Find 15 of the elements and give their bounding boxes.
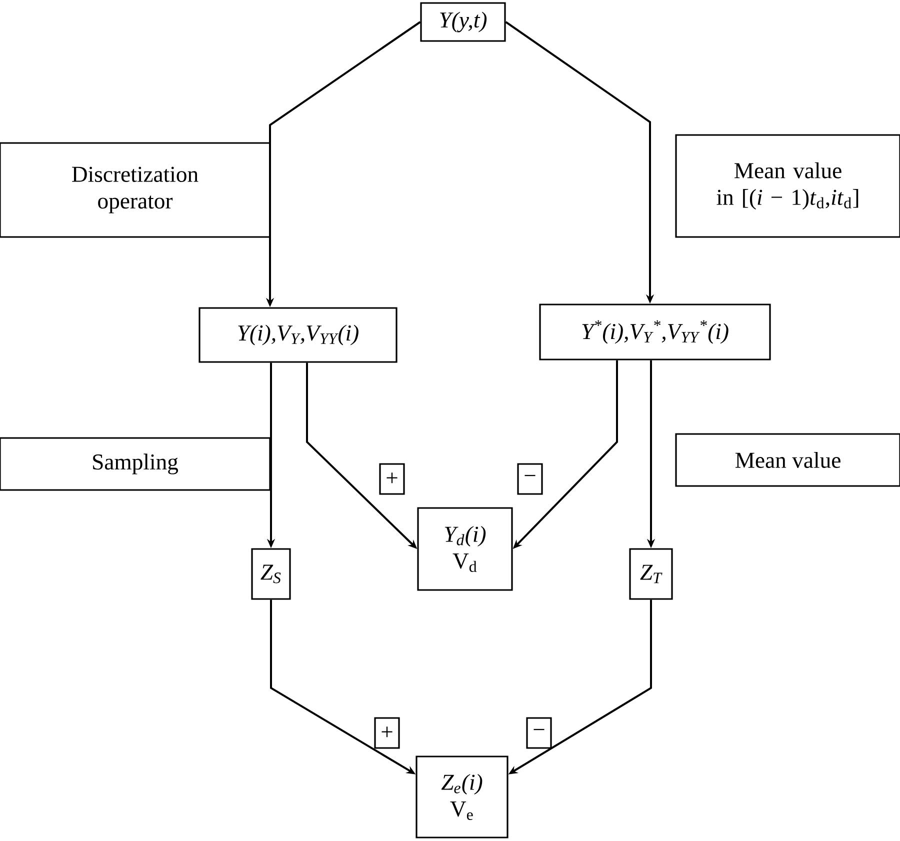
result-box: Y$_{d}$(i) V$_{d}$ xyxy=(417,507,513,591)
operator-box: Mean value in [(i − 1)t$_{d}$,it$_{d}$] xyxy=(675,134,900,238)
sign-label: − xyxy=(517,463,543,495)
operator-box: Discretization operator xyxy=(0,142,271,238)
sign-label: − xyxy=(526,717,552,749)
operator-box: Sampling xyxy=(0,437,271,491)
variable-box: Y$^{*}$(i),V$_{Y}$$^{*}$,V$_{YY}$$^{*}$(i) xyxy=(539,304,771,360)
sign-label: + xyxy=(374,717,400,749)
variable-box: Y(i),V$_{Y}$,V$_{YY}$(i) xyxy=(198,307,398,363)
variable-box: Z$_{S}$ xyxy=(251,548,291,600)
sign-label: + xyxy=(379,463,405,495)
variable-box: Z$_{T}$ xyxy=(629,548,673,600)
result-box: Z$_{e}$(i) V$_{e}$ xyxy=(416,756,508,838)
variable-box: Y(y,t) xyxy=(420,2,506,42)
operator-box: Mean value xyxy=(675,433,900,487)
